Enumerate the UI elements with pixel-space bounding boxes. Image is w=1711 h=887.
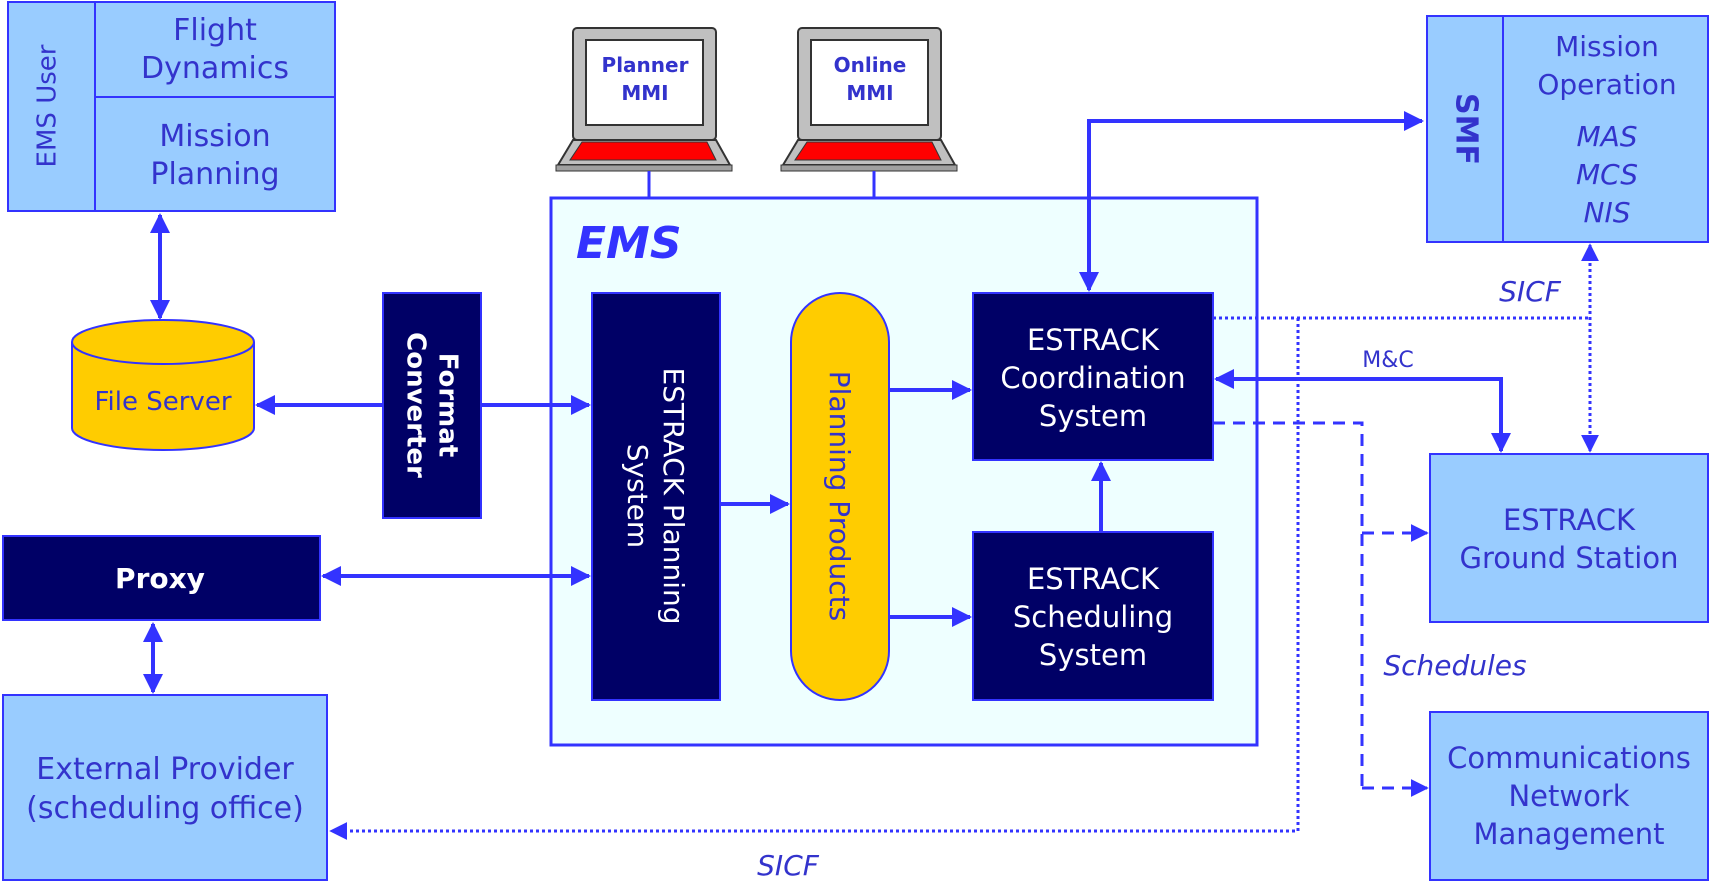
format-converter-line1: Format <box>433 353 463 457</box>
file-server: File Server <box>71 319 255 451</box>
planning-products: Planning Products <box>790 292 890 701</box>
smf-item-mcs: MCS <box>1576 158 1638 191</box>
planning-system: ESTRACK Planning System <box>591 292 721 701</box>
online-mmi-laptop: Online MMI <box>780 27 958 172</box>
arrow-mc-coordination-groundstation <box>1214 369 1511 453</box>
planning-products-label: Planning Products <box>823 371 856 621</box>
file-server-label: File Server <box>94 387 231 417</box>
ground-station: ESTRACK Ground Station <box>1429 453 1709 623</box>
scheduling-system: ESTRACK Scheduling System <box>972 531 1214 701</box>
external-provider-line2: (scheduling office) <box>26 791 304 826</box>
online-mmi-line2: MMI <box>846 81 893 105</box>
ems-user-block: EMS User Flight Dynamics Mission Plannin… <box>7 1 336 212</box>
planner-mmi-line2: MMI <box>621 81 668 105</box>
scheduling-line2: Scheduling <box>1013 600 1173 634</box>
mission-planning-line2: Planning <box>150 157 279 192</box>
flight-dynamics-line2: Dynamics <box>141 51 289 86</box>
planning-system-line1: ESTRACK Planning <box>657 368 690 625</box>
arrow-coordination-smf <box>1079 111 1424 292</box>
smf-item-mas: MAS <box>1576 120 1637 153</box>
comm-network-management: Communications Network Management <box>1429 711 1709 881</box>
ground-station-line2: Ground Station <box>1460 541 1679 575</box>
format-converter: Format Converter <box>382 292 482 519</box>
coordination-line1: ESTRACK <box>1027 323 1160 357</box>
format-converter-line2: Converter <box>401 332 431 478</box>
coordination-system: ESTRACK Coordination System <box>972 292 1214 461</box>
planner-mmi-laptop: Planner MMI <box>555 27 733 172</box>
proxy: Proxy <box>2 535 321 621</box>
comm-network-line2: Network <box>1508 779 1629 813</box>
flight-dynamics-line1: Flight <box>173 13 257 48</box>
label-schedules: Schedules <box>1383 649 1526 682</box>
smf-block: SMF Mission Operation MAS MCS NIS <box>1426 15 1709 243</box>
coordination-line2: Coordination <box>1000 361 1185 395</box>
planner-mmi-line1: Planner <box>602 53 689 77</box>
label-sicf-top: SICF <box>1499 275 1562 308</box>
label-sicf-bottom: SICF <box>757 849 820 882</box>
ground-station-line1: ESTRACK <box>1503 503 1636 537</box>
external-provider: External Provider (scheduling office) <box>2 694 328 881</box>
planning-system-line2: System <box>621 444 654 548</box>
external-provider-line1: External Provider <box>36 752 294 787</box>
schedules-line-main <box>1213 421 1364 788</box>
proxy-label: Proxy <box>115 562 205 595</box>
comm-network-line3: Management <box>1473 817 1664 851</box>
mission-planning-line1: Mission <box>159 119 270 154</box>
ems-title: EMS <box>576 218 682 269</box>
ems-user-label: EMS User <box>33 44 63 167</box>
smf-title-line2: Operation <box>1537 68 1676 101</box>
online-mmi-line1: Online <box>834 53 907 77</box>
smf-item-nis: NIS <box>1584 196 1631 229</box>
smf-title-line1: Mission <box>1555 30 1659 63</box>
comm-network-line1: Communications <box>1447 741 1691 775</box>
label-mc: M&C <box>1362 348 1414 373</box>
scheduling-line3: System <box>1039 638 1147 672</box>
smf-side-label: SMF <box>1449 93 1484 165</box>
coordination-line3: System <box>1039 399 1147 433</box>
sicf-line-external-provider <box>329 318 1300 840</box>
scheduling-line1: ESTRACK <box>1027 562 1160 596</box>
